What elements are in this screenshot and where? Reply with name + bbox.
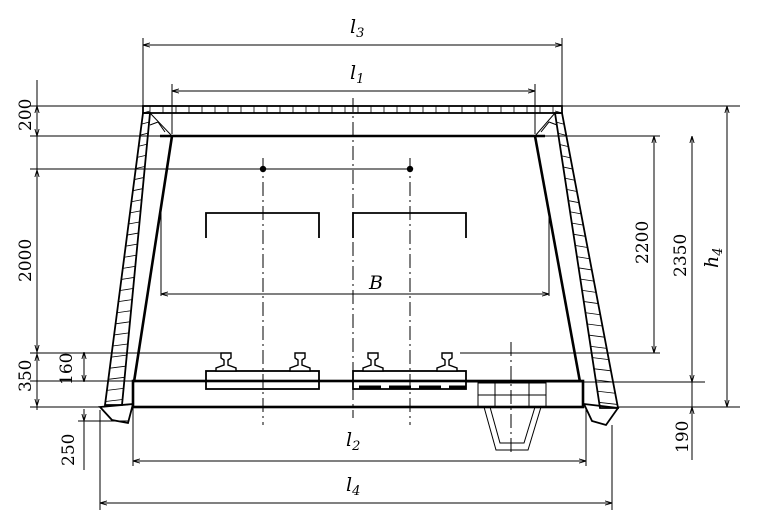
left-inner-wall <box>132 135 174 383</box>
roof-hatch <box>149 106 554 113</box>
dim-160: 160 <box>57 353 77 385</box>
dim-2350: 2350 <box>671 234 691 277</box>
dim-200: 200 <box>16 99 36 131</box>
right-footing <box>582 402 620 427</box>
dim-350: 350 <box>16 360 36 392</box>
right-inner-wall <box>533 135 582 383</box>
dim-190: 190 <box>673 421 693 453</box>
drainage-channel <box>477 382 547 451</box>
right-wall-hatch <box>554 110 618 405</box>
floor-ballast <box>131 379 585 409</box>
left-footing <box>98 402 135 425</box>
label-B: B <box>368 272 383 294</box>
dimension-labels: l3 l1 B l2 l4 h4 200 2000 350 160 250 22… <box>16 16 726 499</box>
left-wall-hatch <box>105 110 151 402</box>
right-wall <box>553 112 620 409</box>
dim-2000: 2000 <box>16 239 36 282</box>
label-l3: l3 <box>350 16 364 41</box>
dim-250: 250 <box>59 434 79 466</box>
label-l2: l2 <box>346 429 360 454</box>
label-l4: l4 <box>346 474 360 499</box>
dimension-lines <box>30 38 740 510</box>
dim-2200: 2200 <box>633 221 653 264</box>
label-l1: l1 <box>350 62 364 87</box>
tunnel-structure <box>98 98 620 455</box>
label-h4: h4 <box>701 247 726 268</box>
rails <box>215 352 458 372</box>
left-wall <box>103 112 151 406</box>
left-sleeper <box>205 370 320 390</box>
